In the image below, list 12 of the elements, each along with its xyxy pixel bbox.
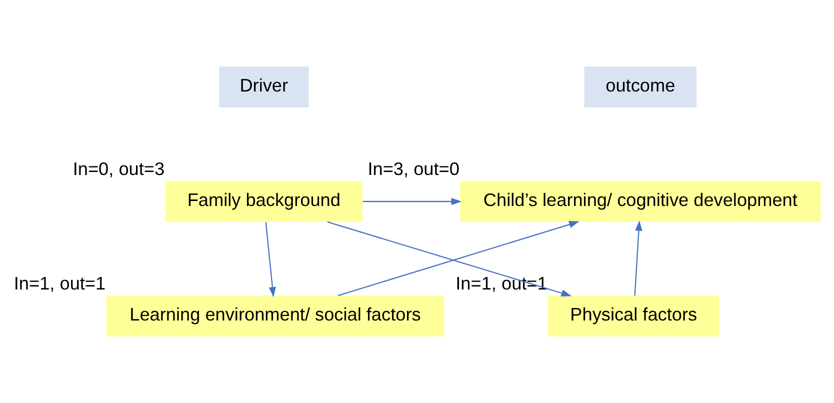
arrow	[362, 198, 462, 206]
node-label: In=3, out=0	[368, 159, 460, 180]
node-box: outcome	[584, 66, 697, 108]
node-box: Driver	[219, 66, 309, 108]
node-box: Learning environment/ social factors	[106, 296, 444, 336]
node-label: In=0, out=3	[72, 159, 165, 180]
arrow	[634, 220, 642, 296]
node-box: Physical factors	[548, 296, 720, 336]
node-box: Child’s learning/ cognitive development	[460, 181, 821, 222]
node-box: Family background	[165, 181, 363, 222]
arrow	[265, 222, 276, 298]
node-label: In=1, out=1	[14, 274, 106, 294]
